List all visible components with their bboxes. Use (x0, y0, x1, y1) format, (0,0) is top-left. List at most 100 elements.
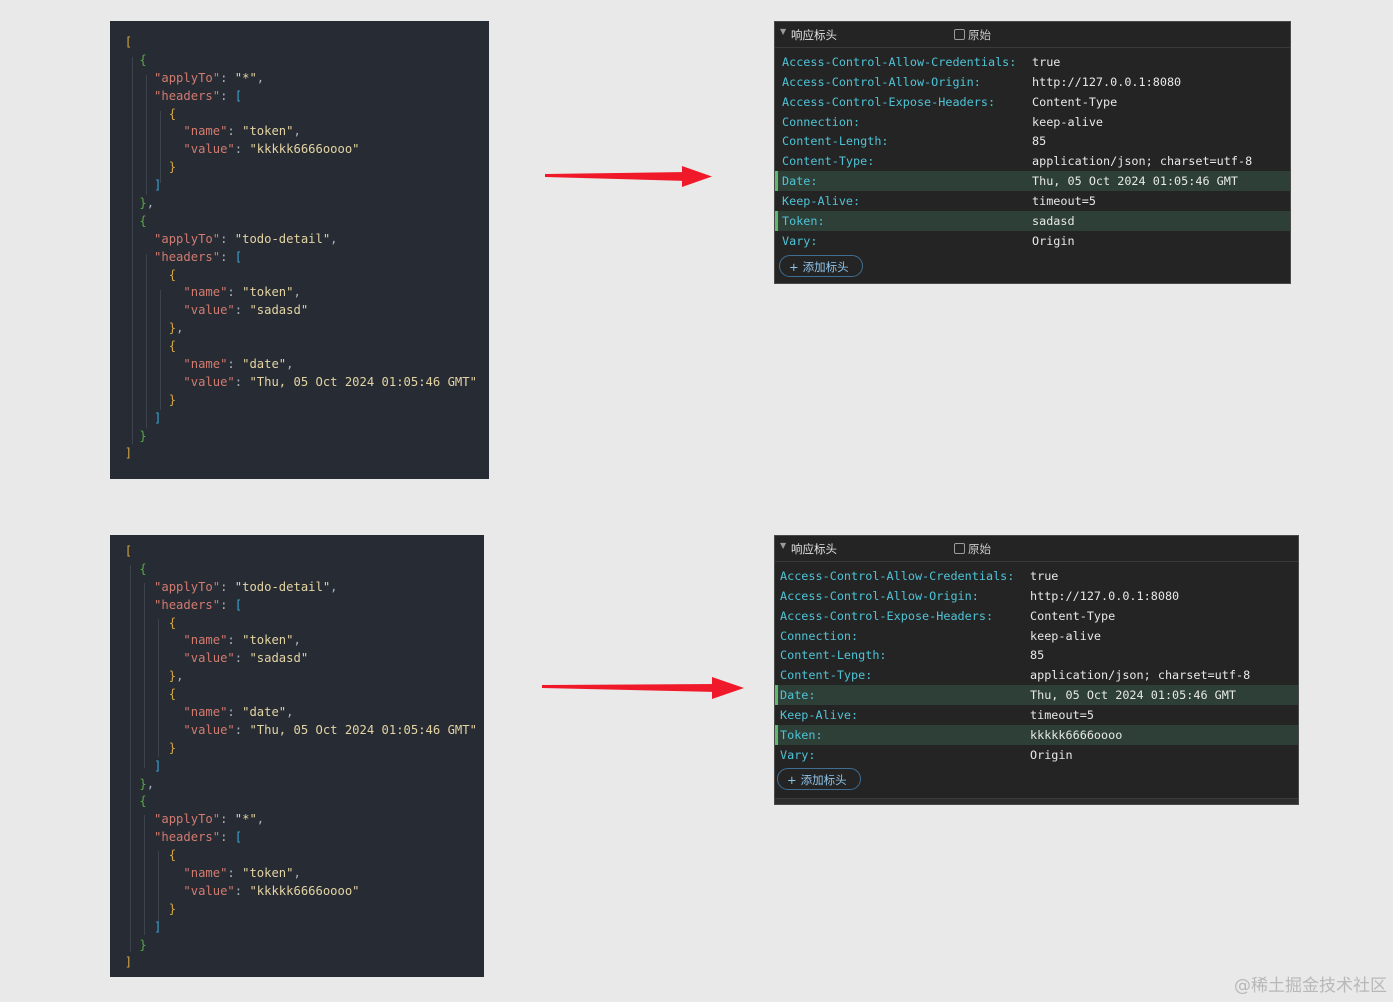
code-line: "value": "sadasd" (110, 650, 484, 668)
header-row[interactable]: Content-Length:85 (775, 645, 1298, 665)
code-token (125, 884, 184, 898)
code-token: : (234, 722, 250, 737)
header-row[interactable]: Access-Control-Expose-Headers:Content-Ty… (775, 92, 1290, 112)
header-name: Content-Length: (780, 648, 887, 663)
code-line: "name": "date", (110, 704, 484, 722)
code-token: , (176, 669, 184, 684)
code-line: "applyTo": "*", (110, 70, 489, 88)
code-token: , (293, 866, 301, 881)
header-row[interactable]: Date:Thu, 05 Oct 2024 01:05:46 GMT (775, 685, 1298, 705)
code-line: ] (110, 445, 489, 463)
header-name: Vary: (782, 233, 818, 248)
code-line: { (110, 615, 484, 633)
code-line: "value": "kkkkk6666oooo" (110, 883, 484, 901)
header-row[interactable]: Vary:Origin (775, 231, 1290, 251)
code-line: }, (110, 776, 484, 794)
header-row[interactable]: Token:sadasd (775, 210, 1290, 231)
header-row[interactable]: Date:Thu, 05 Oct 2024 01:05:46 GMT (775, 171, 1290, 191)
header-row[interactable]: Content-Length:85 (775, 131, 1290, 151)
code-token: "name" (183, 357, 228, 372)
add-header-label: 添加标头 (802, 260, 849, 274)
code-token (125, 669, 169, 683)
code-line: { (110, 793, 484, 811)
code-token: "value" (183, 374, 235, 389)
header-row[interactable]: Keep-Alive:timeout=5 (775, 705, 1298, 725)
header-name: Access-Control-Expose-Headers: (780, 608, 994, 623)
code-token: , (146, 196, 155, 211)
code-token (125, 411, 154, 425)
code-token: "value" (183, 651, 235, 666)
code-token: } (168, 160, 177, 175)
header-name: Keep-Alive: (782, 193, 861, 208)
code-token: "headers" (154, 249, 221, 264)
header-row[interactable]: Access-Control-Allow-Credentials:true (775, 566, 1298, 586)
code-line: "headers": [ (110, 249, 489, 267)
header-row[interactable]: Content-Type:application/json; charset=u… (775, 151, 1290, 171)
plus-icon: + (789, 260, 799, 274)
code-line: ] (110, 410, 489, 428)
code-token: "*" (234, 70, 257, 85)
add-header-button[interactable]: +添加标头 (779, 255, 863, 277)
code-token (125, 303, 184, 317)
code-line: "value": "sadasd" (110, 302, 489, 320)
code-token (125, 830, 154, 844)
header-name: Access-Control-Allow-Credentials: (782, 55, 1017, 69)
code-token (125, 777, 140, 791)
code-token: "kkkkk6666oooo" (249, 883, 360, 898)
header-row[interactable]: Connection:keep-alive (775, 626, 1298, 646)
code-token: : (220, 812, 235, 827)
header-value: true (1032, 55, 1061, 69)
code-token (125, 616, 169, 630)
code-token (125, 285, 184, 299)
code-token: "applyTo" (154, 231, 221, 246)
header-row[interactable]: Token:kkkkk6666oooo (775, 724, 1298, 745)
section-header[interactable]: ▼ 响应标头 原始 (775, 22, 1290, 48)
code-token (125, 687, 169, 701)
indent-guide (146, 254, 147, 428)
code-token: "headers" (154, 88, 221, 103)
right-arrow-icon (545, 166, 712, 187)
header-name: Vary: (780, 747, 816, 762)
indent-guide (160, 111, 161, 183)
checkbox-icon[interactable] (954, 29, 965, 40)
section-header[interactable]: ▼ 响应标头 原始 (775, 536, 1298, 562)
code-line: ] (110, 954, 484, 972)
raw-toggle[interactable]: 原始 (954, 27, 991, 43)
header-row[interactable]: Keep-Alive:timeout=5 (775, 191, 1290, 211)
code-token: "Thu, 05 Oct 2024 01:05:46 GMT" (249, 374, 477, 389)
code-token: "name" (183, 124, 228, 139)
triangle-down-icon[interactable]: ▼ (780, 541, 787, 550)
header-value: http://127.0.0.1:8080 (1032, 74, 1182, 89)
code-token: { (168, 848, 177, 863)
code-line: "applyTo": "todo-detail", (110, 579, 484, 597)
header-name: Date: (782, 174, 818, 189)
header-value: keep-alive (1030, 628, 1102, 643)
header-row[interactable]: Vary:Origin (775, 745, 1298, 765)
header-row[interactable]: Access-Control-Expose-Headers:Content-Ty… (775, 606, 1298, 626)
code-line: "applyTo": "*", (110, 811, 484, 829)
code-token: } (168, 392, 177, 407)
indent-guide (144, 815, 145, 935)
code-line: { (110, 338, 489, 356)
header-row[interactable]: Content-Type:application/json; charset=u… (775, 665, 1298, 685)
header-row[interactable]: Access-Control-Allow-Origin:http://127.0… (775, 586, 1298, 606)
code-line: }, (110, 195, 489, 213)
raw-toggle[interactable]: 原始 (954, 541, 991, 557)
header-value: kkkkk6666oooo (1030, 727, 1123, 742)
code-token (125, 633, 184, 647)
code-token: "todo-detail" (234, 231, 331, 246)
section-title: 响应标头 (791, 28, 837, 42)
code-token (125, 902, 169, 916)
add-header-button[interactable]: +添加标头 (777, 768, 861, 790)
code-token (125, 250, 154, 264)
section-title: 响应标头 (791, 542, 837, 556)
code-token: : (220, 88, 235, 103)
header-row[interactable]: Access-Control-Allow-Credentials: true (775, 52, 1290, 72)
triangle-down-icon[interactable]: ▼ (780, 27, 787, 36)
header-row[interactable]: Connection:keep-alive (775, 112, 1290, 132)
checkbox-icon[interactable] (954, 543, 965, 554)
code-line: ] (110, 919, 484, 937)
header-row[interactable]: Access-Control-Allow-Origin:http://127.0… (775, 72, 1290, 92)
code-token: "kkkkk6666oooo" (249, 142, 360, 157)
